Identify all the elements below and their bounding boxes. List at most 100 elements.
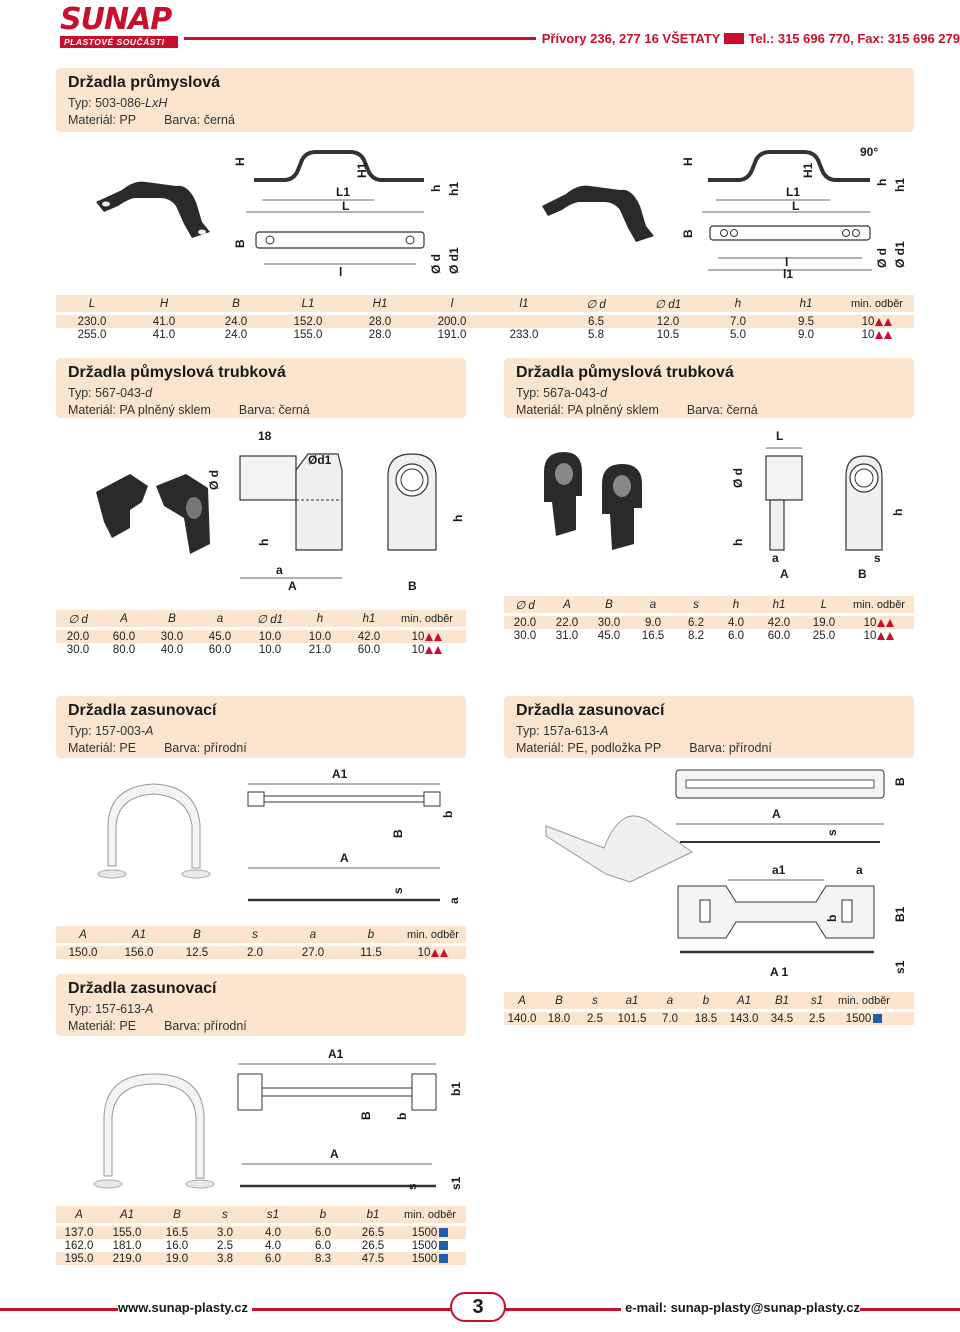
svg-text:A1: A1 (332, 767, 348, 781)
table-header: ∅ d A B a ∅ d1 h h1 min. odběr (56, 610, 466, 627)
svg-text:h: h (731, 539, 745, 546)
svg-text:A: A (772, 807, 781, 821)
blue-square-marker-icon (439, 1253, 449, 1263)
table-row: 230.0 41.0 24.0 152.0 28.0 200.0 6.5 12.… (56, 315, 914, 328)
warning-triangle-icon (884, 330, 893, 339)
warning-triangle-icon (431, 948, 440, 957)
type-line: Typ: 567a-043-d (516, 386, 608, 400)
page-number: 3 (450, 1292, 506, 1322)
svg-text:h: h (891, 509, 905, 516)
svg-text:h: h (875, 179, 889, 186)
sunap-logo[interactable]: SUNAP PLASTOVÉ SOUČÁSTI (60, 4, 180, 48)
table-row: 162.0 181.0 16.0 2.5 4.0 6.0 26.5 1500 (56, 1239, 466, 1252)
tube-handle-567-drawing: Ø d 18 Ød1 h a A h B (96, 429, 465, 593)
header-contact: Přívory 236, 277 16 VŠETATY Tel.: 315 69… (535, 27, 960, 49)
table-567a: ∅ d A B a s h h1 L min. odběr 20.0 22.0 … (504, 596, 914, 642)
table-row: 150.0 156.0 12.5 2.0 27.0 11.5 10 (56, 946, 466, 959)
svg-text:a: a (447, 897, 461, 904)
table-header: A A1 B s s1 b b1 min. odběr (56, 1206, 466, 1223)
svg-text:B: B (858, 567, 867, 581)
svg-text:h: h (451, 515, 465, 522)
section-tube-handles-567: Držadla půmyslová trubková Typ: 567-043-… (56, 358, 466, 418)
handle-photo-left (96, 181, 210, 238)
type-line: Typ: 567-043-d (68, 386, 153, 400)
handle-503-var-drawing: H H1 L1 L 90° h h1 B l l1 Ø d Ø d1 (542, 145, 907, 281)
svg-text:H1: H1 (801, 162, 815, 178)
svg-text:B: B (233, 239, 247, 248)
svg-text:Ød1: Ød1 (308, 453, 332, 467)
blue-square-marker-icon (439, 1227, 449, 1237)
warning-triangle-icon (875, 330, 884, 339)
svg-text:B: B (359, 1111, 373, 1120)
svg-text:s1: s1 (893, 960, 907, 974)
svg-text:s: s (874, 551, 881, 565)
website-link[interactable]: www.sunap-plasty.cz (118, 1300, 253, 1315)
warning-triangle-icon (425, 632, 434, 641)
address-text: Přívory 236, 277 16 VŠETATY (541, 30, 721, 46)
svg-text:H: H (681, 157, 695, 166)
logo-tagline: PLASTOVÉ SOUČÁSTI (60, 36, 178, 48)
svg-text:L: L (342, 199, 349, 213)
svg-text:H: H (233, 157, 247, 166)
table-567: ∅ d A B a ∅ d1 h h1 min. odběr 20.0 60.0… (56, 610, 466, 656)
svg-text:b: b (441, 811, 455, 818)
warning-triangle-icon (440, 948, 449, 957)
svg-text:18: 18 (258, 429, 272, 443)
svg-text:A: A (288, 579, 297, 593)
table-157a-613: A B s a1 a b A1 B1 s1 min. odběr 140.0 1… (504, 992, 914, 1025)
svg-text:Ø d: Ø d (875, 248, 889, 268)
warning-triangle-icon (875, 317, 884, 326)
slide-handle-157-003-drawing: A1 B b A s a (97, 767, 461, 904)
type-line: Typ: 157a-613-A (516, 724, 609, 738)
slide-handle-157a-613-drawing: B A s a1 a b B1 A 1 s1 (545, 769, 907, 979)
separator-box-icon (724, 32, 745, 44)
section-title: Držadla zasunovací (68, 980, 217, 997)
warning-triangle-icon (877, 631, 886, 640)
warning-triangle-icon (434, 632, 443, 641)
type-line: Typ: 157-003-A (68, 724, 154, 738)
svg-text:B: B (391, 829, 405, 838)
warning-triangle-icon (886, 631, 895, 640)
table-row: 137.0 155.0 16.5 3.0 4.0 6.0 26.5 1500 (56, 1226, 466, 1239)
svg-text:h1: h1 (447, 182, 461, 196)
section-title: Držadla průmyslová (68, 74, 221, 91)
table-header: A A1 B s a b min. odběr (56, 926, 466, 943)
svg-text:B1: B1 (893, 906, 907, 922)
warning-triangle-icon (877, 618, 886, 627)
table-row: 30.0 80.0 40.0 60.0 10.0 21.0 60.0 10 (56, 643, 466, 656)
page-footer: www.sunap-plasty.cz 3 e-mail: sunap-plas… (0, 1290, 960, 1332)
svg-text:b: b (825, 915, 839, 922)
email-link[interactable]: e-mail: sunap-plasty@sunap-plasty.cz (621, 1300, 860, 1315)
phone-text: Tel.: 315 696 770, Fax: 315 696 279 (748, 30, 960, 46)
svg-text:a: a (276, 563, 283, 577)
table-header: A B s a1 a b A1 B1 s1 min. odběr (504, 992, 914, 1009)
warning-triangle-icon (425, 645, 434, 654)
svg-text:A: A (780, 567, 789, 581)
svg-text:a1: a1 (772, 863, 786, 877)
page-header: SUNAP PLASTOVÉ SOUČÁSTI Přívory 236, 277… (0, 0, 960, 52)
svg-text:L: L (776, 429, 783, 443)
type-line: Typ: 503-086-LxH (68, 96, 168, 110)
svg-text:b1: b1 (449, 1082, 463, 1096)
svg-text:L1: L1 (336, 185, 350, 199)
section-title: Držadla zasunovací (516, 702, 665, 719)
slide-handle-157-613-drawing: A1 b1 B b A s s1 (93, 1047, 463, 1190)
svg-text:Ø d1: Ø d1 (447, 247, 461, 274)
svg-text:Ø d: Ø d (731, 468, 745, 488)
svg-text:l1: l1 (783, 267, 793, 281)
section-title: Držadla zasunovací (68, 702, 217, 719)
svg-text:s: s (825, 829, 839, 836)
svg-text:s: s (391, 887, 405, 894)
table-row: 195.0 219.0 19.0 3.8 6.0 8.3 47.5 1500 (56, 1252, 466, 1265)
svg-text:s: s (405, 1183, 419, 1190)
warning-triangle-icon (886, 618, 895, 627)
svg-text:A: A (330, 1147, 339, 1161)
table-row: 20.0 22.0 30.0 9.0 6.2 4.0 42.0 19.0 10 (504, 616, 914, 629)
table-header: L H B L1 H1 l l1 ∅ d ∅ d1 h h1 min. odbě… (56, 295, 914, 312)
svg-text:h: h (429, 185, 443, 192)
